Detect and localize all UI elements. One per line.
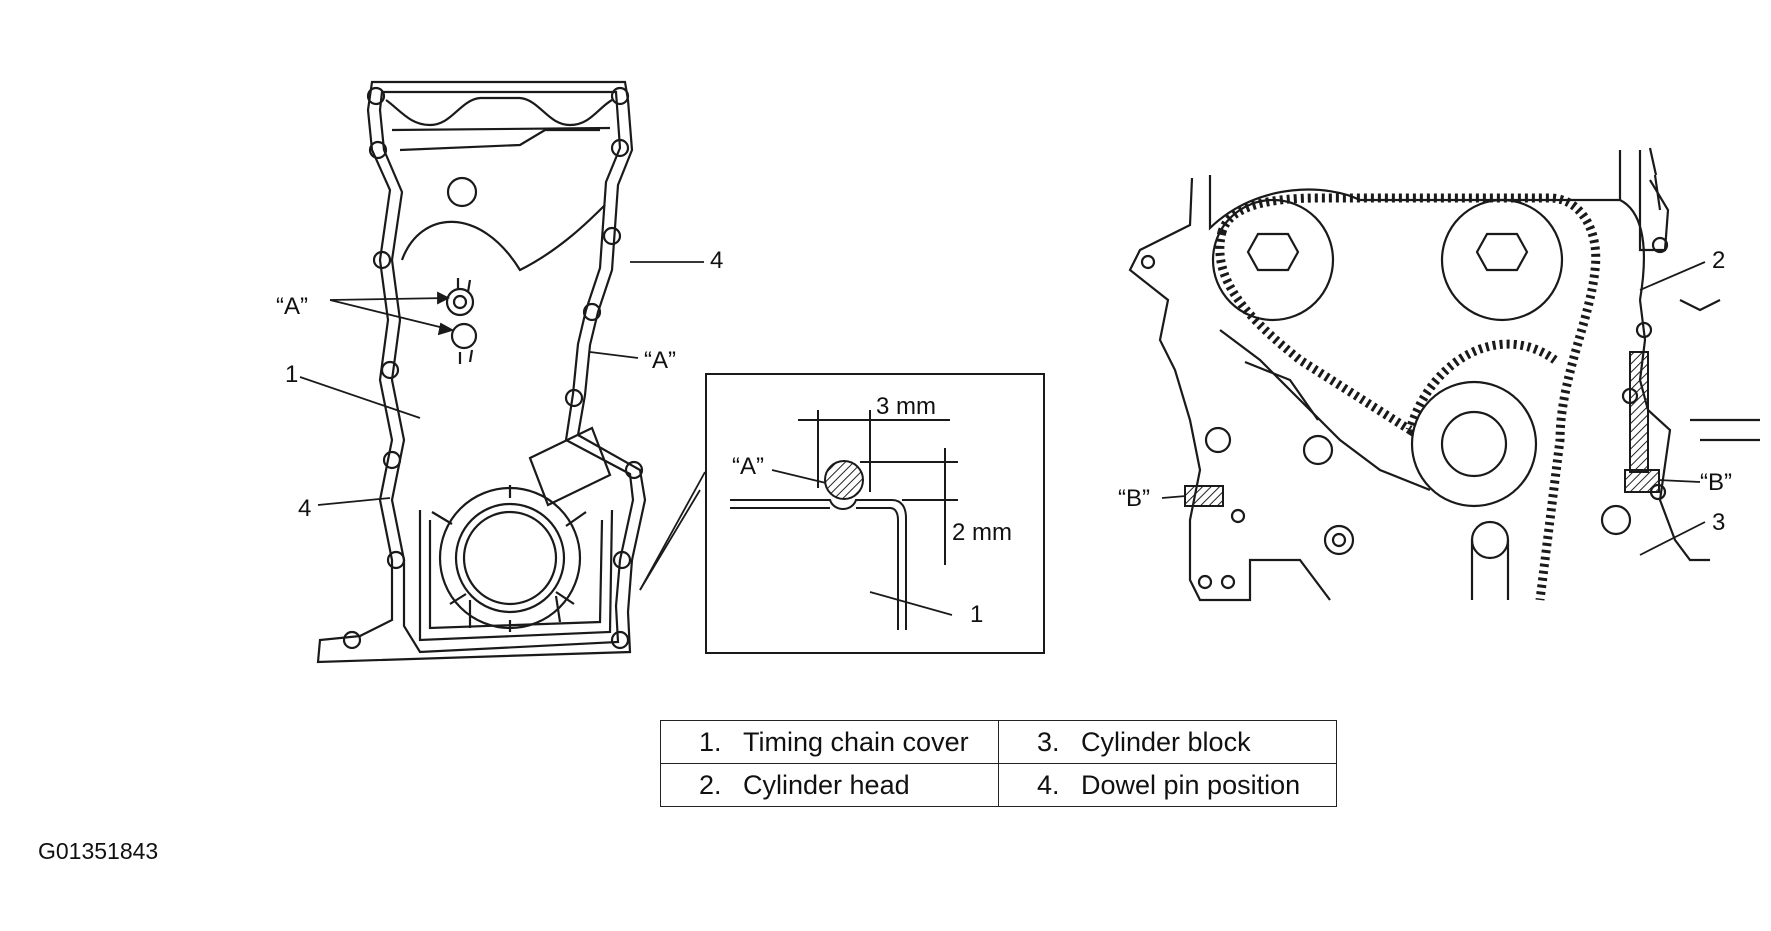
callout-2-head: 2	[1712, 247, 1725, 274]
callout-a-right: “A”	[644, 347, 676, 374]
callout-a-dowels: “A”	[276, 293, 308, 320]
figure-code: G01351843	[38, 838, 159, 864]
legend-row: 1. Timing chain cover 3. Cylinder block	[660, 720, 1337, 764]
legend-text: Cylinder head	[743, 769, 910, 800]
detail-frame	[705, 373, 1045, 654]
legend-number: 4.	[1037, 769, 1060, 800]
legend-text: Timing chain cover	[743, 726, 969, 757]
detail-dim-3mm: 3 mm	[876, 393, 936, 420]
callout-4-left: 4	[298, 495, 311, 522]
legend-row: 2. Cylinder head 4. Dowel pin position	[660, 763, 1337, 807]
sealant-bead	[824, 460, 864, 500]
legend-number: 1.	[699, 726, 722, 757]
callout-1-cover: 1	[285, 361, 298, 388]
detail-callout-a: “A”	[732, 453, 764, 480]
legend-number: 2.	[699, 769, 722, 800]
detail-inset	[705, 373, 1045, 654]
sealant-b-right	[1624, 469, 1660, 493]
legend-cell: 2. Cylinder head	[660, 763, 999, 807]
detail-callout-1: 1	[970, 601, 983, 628]
callout-b-right: “B”	[1700, 469, 1732, 496]
right-view-leaders	[1161, 261, 1706, 556]
callout-4-top: 4	[710, 247, 723, 274]
callout-3-block: 3	[1712, 509, 1725, 536]
legend-text: Cylinder block	[1081, 726, 1251, 757]
legend-cell: 4. Dowel pin position	[998, 763, 1337, 807]
sealant-strip-right	[1629, 351, 1649, 473]
callout-b-left: “B”	[1118, 485, 1150, 512]
legend-cell: 1. Timing chain cover	[660, 720, 999, 764]
legend-table: 1. Timing chain cover 3. Cylinder block 2.…	[660, 720, 1337, 807]
left-view-leaders	[299, 261, 706, 591]
timing-chain-cover-drawing	[316, 80, 647, 664]
legend-text: Dowel pin position	[1081, 769, 1301, 800]
timing-chain	[1215, 193, 1601, 601]
legend-cell: 3. Cylinder block	[998, 720, 1337, 764]
legend-number: 3.	[1037, 726, 1060, 757]
sealant-b-left	[1184, 485, 1224, 507]
engine-front-drawing	[1128, 147, 1760, 602]
detail-dim-2mm: 2 mm	[952, 519, 1012, 546]
